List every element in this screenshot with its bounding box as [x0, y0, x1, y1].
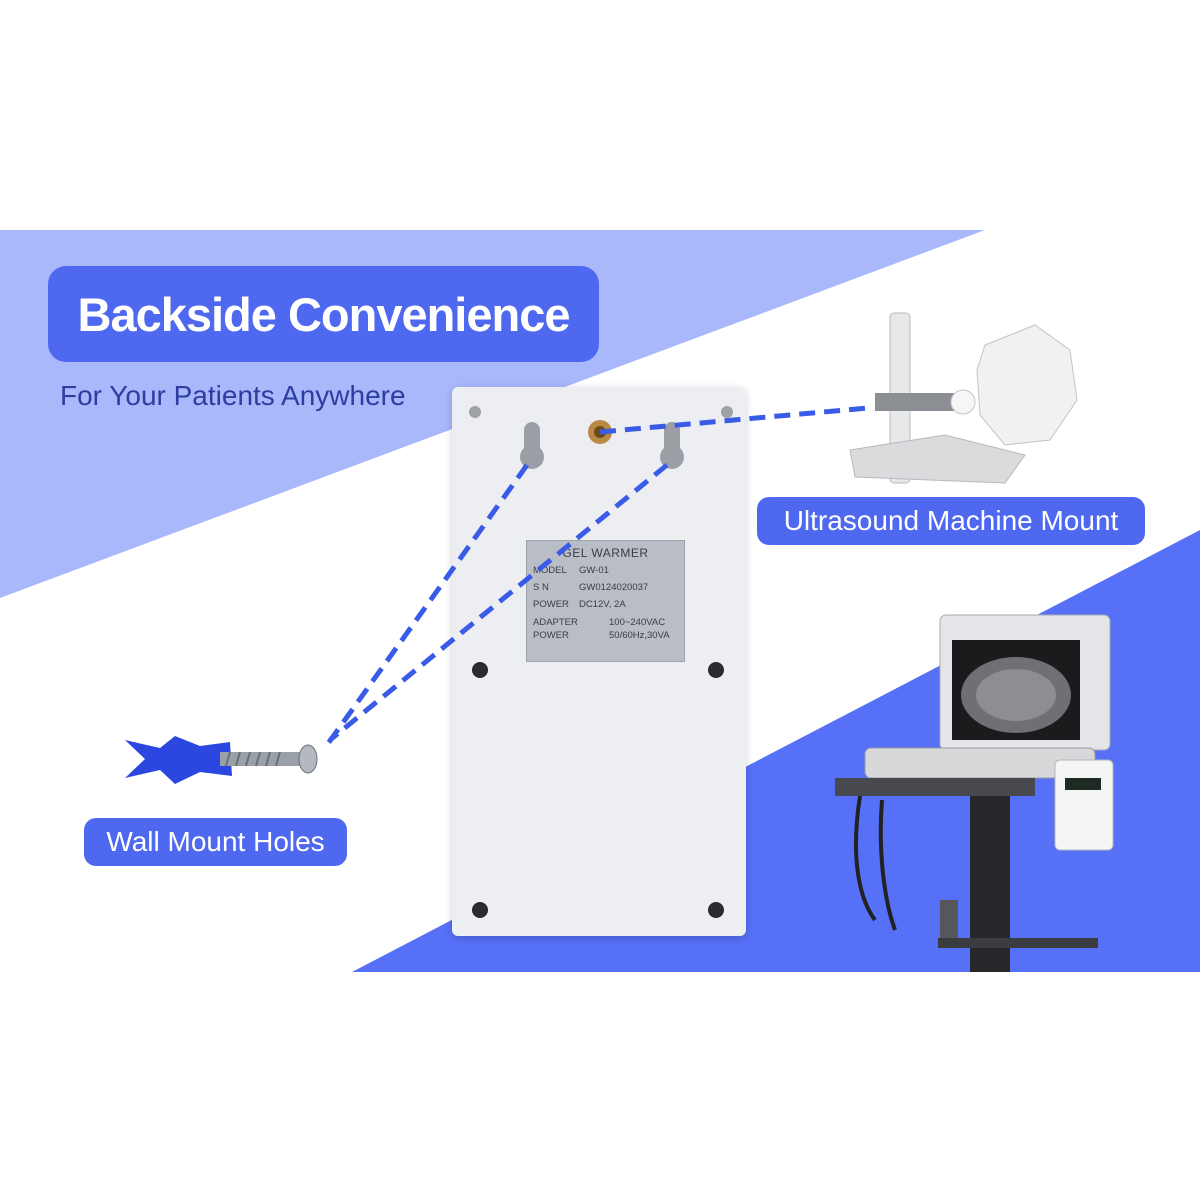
spec-row-serial: S N GW0124020037 — [533, 579, 678, 596]
spec-key: ADAPTER POWER — [533, 617, 578, 641]
spec-key: POWER — [533, 599, 569, 610]
ultrasound-cart-image — [835, 614, 1114, 972]
spec-key: S N — [533, 582, 549, 593]
ultrasound-mount-callout: Ultrasound Machine Mount — [757, 497, 1145, 545]
spec-row-adapter: ADAPTER POWER 100~240VAC 50/60Hz,30VA — [533, 616, 678, 642]
spec-value: 100~240VAC 50/60Hz,30VA — [609, 617, 670, 641]
spec-value: DC12V, 2A — [579, 599, 626, 610]
spec-label: GEL WARMER MODEL GW-01 S N GW0124020037 … — [526, 540, 685, 662]
spec-value: GW0124020037 — [579, 582, 649, 593]
spec-key: MODEL — [533, 565, 567, 576]
subtitle: For Your Patients Anywhere — [60, 380, 406, 411]
spec-row-power: POWER DC12V, 2A — [533, 596, 678, 613]
spec-row-model: MODEL GW-01 — [533, 562, 678, 579]
mount-clamp-image — [849, 312, 1078, 484]
spec-label-title: GEL WARMER — [562, 546, 649, 560]
page-title: Backside Convenience — [48, 266, 599, 362]
wall-anchor-screw-image — [125, 736, 318, 784]
wall-mount-callout: Wall Mount Holes — [84, 818, 347, 866]
spec-value: GW-01 — [579, 565, 609, 576]
